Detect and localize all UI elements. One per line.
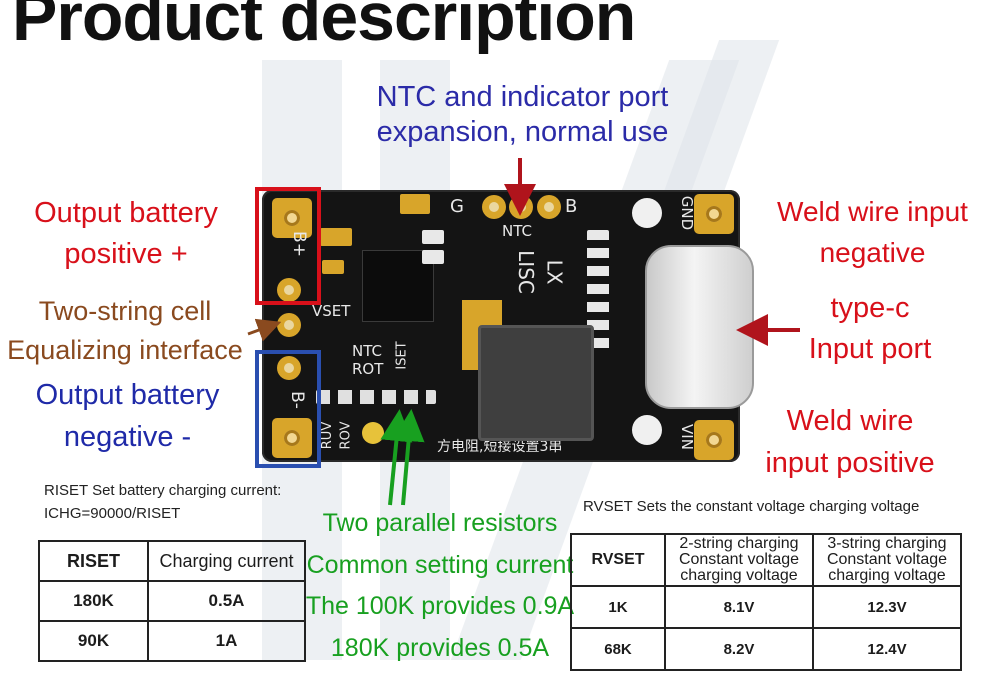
weld-negative-line-1: Weld wire input (777, 196, 968, 227)
weld-positive-line-1: Weld wire (786, 405, 914, 437)
weld-negative-line-2: negative (819, 236, 926, 268)
silk-vset: VSET (312, 302, 351, 320)
table-header-cell: RISET (38, 540, 149, 582)
table-header-cell: 2-string charging Constant voltage charg… (664, 533, 814, 587)
output-positive-line-1: Output battery (34, 197, 218, 229)
output-positive-line-2: positive + (64, 237, 188, 270)
resistor-arrow-1 (380, 409, 413, 506)
table-cell: 90K (38, 620, 149, 662)
charging-current-table: RISET Charging current 180K 0.5A 90K 1A (38, 540, 306, 662)
resistor-row (316, 390, 436, 404)
resistors-line-3: The 100K provides 0.9A (305, 592, 575, 620)
typec-label: type-c Input port (790, 288, 950, 369)
resistors-line-1: Two parallel resistors (322, 509, 558, 537)
resistor-array (587, 230, 609, 350)
table-header-cell: RVSET (570, 533, 666, 587)
resistors-line-4: 180K provides 0.5A (330, 633, 550, 662)
table-row: 1K 8.1V 12.3V (570, 585, 962, 629)
positive-highlight-box (255, 187, 321, 305)
typec-line-1: type-c (830, 292, 910, 324)
b-minus-hole (277, 356, 301, 380)
table-cell: 68K (570, 627, 666, 671)
table-row: 68K 8.2V 12.4V (570, 627, 962, 671)
b-hole (537, 195, 561, 219)
header-line: charging voltage (680, 567, 798, 584)
mount-hole (632, 198, 662, 228)
riset-note: RISET Set battery charging current: ICHG… (44, 480, 281, 525)
resistor-arrow-2 (392, 409, 425, 506)
header-line: Constant voltage (678, 551, 800, 568)
weld-positive-label: Weld wire input positive (745, 400, 955, 484)
resistors-line-2: Common setting current (306, 550, 574, 579)
resistor (422, 250, 444, 264)
table-header-cell: Charging current (147, 540, 306, 582)
output-negative-line-1: Output battery (35, 379, 220, 411)
inductor (478, 325, 594, 441)
silk-b: B (565, 196, 578, 217)
typec-line-2: Input port (808, 332, 932, 365)
silk-chinese-note: 方电阻,短接设置3串 (437, 439, 563, 455)
table-cell: 1A (147, 620, 306, 662)
usb-typec-port (645, 245, 754, 409)
silk-ntc: NTC (502, 222, 532, 240)
charging-voltage-table: RVSET 2-string charging Constant voltage… (570, 533, 962, 671)
output-positive-label: Output battery positive + (6, 193, 246, 274)
negative-highlight-box (255, 350, 321, 468)
b-plus-hole (277, 278, 301, 302)
header-line: Constant voltage (826, 551, 948, 568)
weld-positive-line-2: input positive (765, 447, 935, 480)
gnd-pad (694, 194, 734, 234)
equalizing-line-2: Equalizing interface (7, 335, 243, 366)
table-cell: 12.3V (812, 585, 962, 629)
table-row: 180K 0.5A (38, 580, 306, 622)
table-cell: 1K (570, 585, 666, 629)
ntc-port-line-2: expansion, normal use (376, 115, 669, 148)
table-cell: 0.5A (147, 580, 306, 622)
table-cell: 180K (38, 580, 149, 622)
header-line: charging voltage (828, 567, 946, 584)
mount-hole (632, 415, 662, 445)
capacitor (320, 228, 352, 246)
output-negative-line-2: negative - (63, 421, 192, 454)
b-minus-pad (272, 418, 312, 458)
equalizing-label: Two-string cell Equalizing interface (0, 292, 250, 370)
ntc-port-line-1: NTC and indicator port (376, 81, 669, 113)
equalizing-line-1: Two-string cell (38, 296, 212, 326)
resistor (322, 260, 344, 274)
table-cell: 12.4V (812, 627, 962, 671)
table-cell: 8.1V (664, 585, 814, 629)
silk-ntc2: NTC (352, 342, 382, 360)
resistor (422, 230, 444, 244)
equalizing-arrow (247, 318, 282, 342)
output-negative-label: Output battery negative - (10, 374, 245, 458)
capacitor (400, 194, 430, 214)
ntc-port-label: NTC and indicator port expansion, normal… (355, 80, 690, 150)
table-header-row: RVSET 2-string charging Constant voltage… (570, 533, 962, 587)
rvset-note: RVSET Sets the constant voltage charging… (583, 498, 920, 515)
weld-negative-label: Weld wire input negative (755, 192, 990, 273)
silk-g: G (450, 196, 464, 217)
header-line: 3-string charging (827, 535, 947, 552)
vin-pad (694, 420, 734, 460)
header-line: 2-string charging (679, 535, 799, 552)
table-row: 90K 1A (38, 620, 306, 662)
riset-note-line-2: ICHG=90000/RISET (44, 504, 181, 522)
table-header-cell: 3-string charging Constant voltage charg… (812, 533, 962, 587)
b-plus-pad (272, 198, 312, 238)
silk-rot: ROT (352, 360, 384, 378)
resistors-label: Two parallel resistors Common setting cu… (300, 503, 580, 669)
page-title: Product description (12, 0, 636, 55)
crystal (362, 422, 384, 444)
g-hole (482, 195, 506, 219)
table-cell: 8.2V (664, 627, 814, 671)
riset-note-line-1: RISET Set battery charging current: (44, 482, 282, 499)
table-header-row: RISET Charging current (38, 540, 306, 582)
